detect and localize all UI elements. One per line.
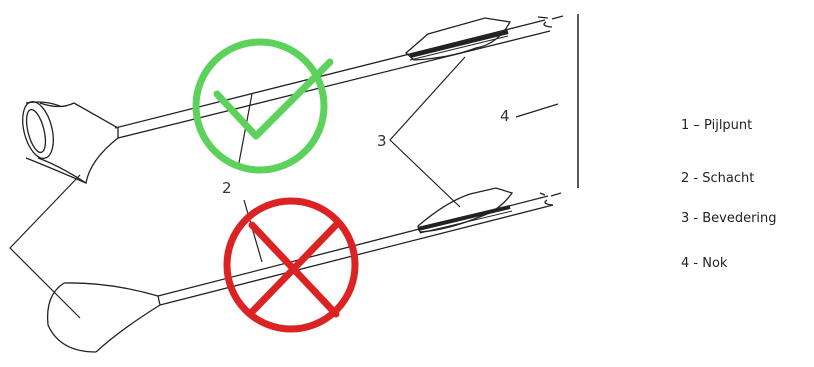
top-arrow-fletching (405, 17, 512, 61)
top-arrow-fletch-stripe (409, 30, 509, 58)
top-arrow-shaft-upper (114, 19, 546, 129)
legend-item-fletching: 3 - Bevedering (681, 211, 777, 226)
callout-fletching: 3 (377, 132, 387, 150)
legend-item-point: 1 – Pijlpunt (681, 118, 753, 133)
bottom-arrow-fletch-stripe (417, 205, 511, 231)
check-circle-icon (192, 38, 334, 174)
bottom-arrow-nock (539, 192, 562, 206)
top-arrow-nock (537, 15, 564, 28)
bottom-arrow-fletching (417, 187, 514, 233)
point-leader (9, 174, 81, 319)
callout-nock: 4 (500, 107, 510, 125)
top-arrow-shaft-lower (117, 30, 551, 139)
fletching-leader (389, 56, 466, 208)
top-arrow-point (22, 101, 119, 185)
legend-item-shaft: 2 - Schacht (681, 171, 755, 186)
callout-shaft: 2 (222, 179, 232, 197)
shaft-leader (237, 93, 253, 169)
bottom-arrow-point (46, 282, 161, 353)
leader-lines (9, 56, 559, 319)
legend-item-nock: 4 - Nok (681, 256, 728, 271)
top-arrow (22, 15, 564, 185)
x-circle-icon (223, 197, 359, 333)
nock-leader (515, 103, 559, 118)
